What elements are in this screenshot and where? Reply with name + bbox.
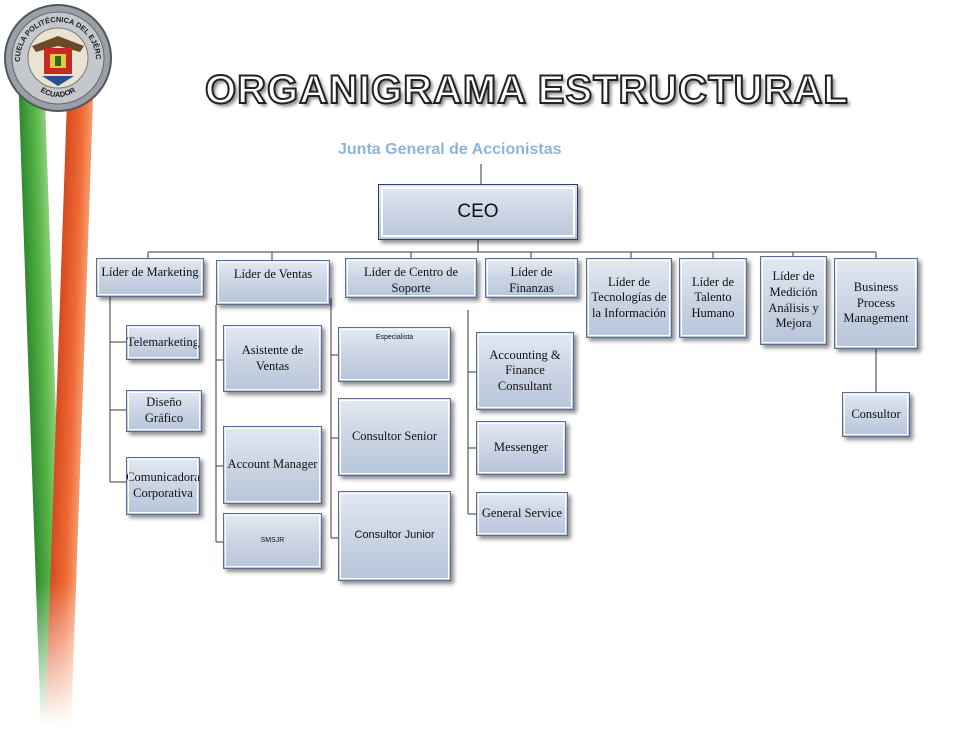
soporte-child-node: Especialista [338, 327, 451, 382]
marketing-child-node: Diseño Gráfico [126, 390, 202, 432]
junta-general-node: Junta General de Accionistas [338, 141, 562, 158]
leader-talento-node: Líder de Talento Humano [679, 258, 747, 338]
leader-ventas-node: Líder de Ventas [216, 260, 330, 305]
leader-tecnologias-node: Líder de Tecnologías de la Información [586, 258, 672, 338]
leader-finanzas-node: Líder de Finanzas [485, 258, 578, 298]
page-title: ORGANIGRAMA ESTRUCTURAL [204, 67, 849, 113]
finanzas-child-node: Accounting & Finance Consultant [476, 332, 574, 410]
leader-soporte-node: Líder de Centro de Soporte [345, 258, 477, 298]
ribbon-fade [24, 580, 94, 740]
marketing-child-node: Comunicadora Corporativa [126, 457, 200, 515]
ventas-child-node: SMSJR [223, 513, 322, 569]
leader-medicion-node: Líder de Medición Análisis y Mejora [760, 256, 827, 345]
marketing-child-node: Telemarketing [126, 325, 200, 360]
org-chart-connectors [109, 164, 877, 543]
ceo-node: CEO [378, 184, 578, 240]
leader-marketing-node: Líder de Marketing [96, 258, 204, 297]
soporte-child-node: Consultor Junior [338, 491, 451, 581]
finanzas-child-node: General Service [476, 492, 568, 536]
leader-bpm-node: Business Process Management [834, 258, 918, 349]
seal-text-bottom: ECUADOR [39, 85, 77, 99]
ventas-child-node: Account Manager [223, 426, 322, 504]
ventas-child-node: Asistente de Ventas [223, 325, 322, 392]
soporte-child-node: Consultor Senior [338, 398, 451, 476]
finanzas-child-node: Messenger [476, 421, 566, 475]
bpm-child-node: Consultor [842, 392, 910, 437]
university-seal-logo: ESCUELA POLITÉCNICA DEL EJÉRCITO ECUADOR [2, 2, 112, 112]
svg-text:ECUADOR: ECUADOR [39, 85, 77, 99]
